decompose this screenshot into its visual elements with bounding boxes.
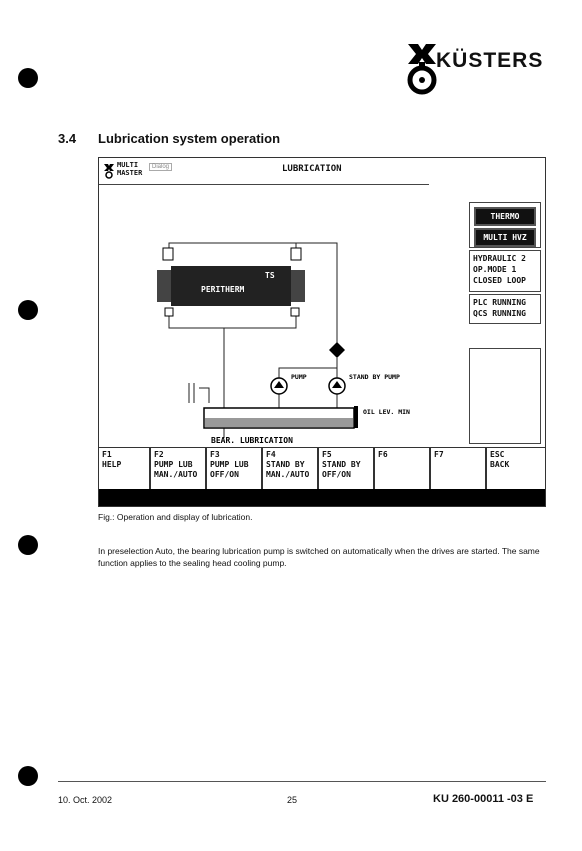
dialog-tag: Dialog	[149, 163, 173, 171]
screen-header: MULTI MASTER Dialog LUBRICATION	[99, 158, 429, 185]
valve-icon	[290, 247, 302, 261]
lubrication-diagram: PERITHERM TS PUMP STAND BY PUMP OIL LEV.…	[157, 242, 410, 445]
fkey-label: ESC	[490, 450, 505, 459]
body-paragraph: In preselection Auto, the bearing lubric…	[98, 546, 540, 568]
oil-level-label: OIL LEV. MIN	[363, 408, 410, 416]
fkey-label: F2	[154, 450, 164, 459]
section-number: 3.4	[58, 131, 77, 146]
hydraulic-status: HYDRAULIC 2	[473, 254, 526, 263]
nav-button-panel: THERMO MULTI HVZ	[469, 202, 541, 248]
ts-label: TS	[265, 271, 275, 280]
fkey-text: PUMP LUB	[154, 460, 193, 469]
margin-bullet	[18, 535, 38, 555]
fkey-text: STAND BY	[266, 460, 305, 469]
tank-label: BEAR. LUBRICATION	[211, 436, 293, 445]
page-number: 25	[287, 795, 298, 805]
valve-icon	[162, 247, 174, 261]
level-indicator	[354, 406, 358, 428]
fkey-label: F7	[434, 450, 444, 459]
margin-bullet	[18, 300, 38, 320]
app-name-line1: MULTI	[117, 161, 139, 169]
loop-status: CLOSED LOOP	[473, 276, 526, 285]
fkey-text: MAN./AUTO	[154, 470, 198, 479]
app-name-line2: MASTER	[117, 169, 143, 177]
fkey-f4[interactable]: F4 STAND BY MAN./AUTO	[263, 448, 319, 490]
section-title: Lubrication system operation	[98, 131, 281, 146]
fkey-text: STAND BY	[322, 460, 361, 469]
pump-label: PUMP	[291, 373, 307, 381]
fkey-label: F1	[102, 450, 112, 459]
fkey-f2[interactable]: F2 PUMP LUB MAN./AUTO	[151, 448, 207, 490]
fkey-text: PUMP LUB	[210, 460, 249, 469]
peritherm-label: PERITHERM	[201, 285, 245, 294]
multi-master-icon	[104, 164, 114, 179]
fkey-f7[interactable]: F7	[431, 448, 487, 490]
figure-caption: Fig.: Operation and display of lubricati…	[98, 512, 253, 522]
margin-bullet	[18, 766, 38, 786]
footer-divider	[58, 781, 546, 782]
fkey-text: MAN./AUTO	[266, 470, 310, 479]
footer-date: 10. Oct. 2002	[58, 795, 113, 805]
document-number: KU 260-00011 -03 E	[433, 793, 534, 805]
mode-status-panel: HYDRAULIC 2 OP.MODE 1 CLOSED LOOP	[469, 250, 541, 292]
fkey-text: OFF/ON	[322, 470, 351, 479]
fkey-text: OFF/ON	[210, 470, 239, 479]
plc-status: PLC RUNNING	[473, 298, 526, 307]
fkey-text: BACK	[490, 460, 510, 469]
filter-icon	[329, 342, 345, 358]
fkey-f6[interactable]: F6	[375, 448, 431, 490]
empty-panel	[469, 348, 541, 444]
brand-name: KÜSTERS	[436, 49, 544, 72]
hmi-screen: MULTI MASTER Dialog LUBRICATION THERMO M…	[98, 157, 546, 507]
valve-icon	[164, 307, 174, 317]
fkey-esc[interactable]: ESC BACK	[487, 448, 545, 490]
screen-title: LUBRICATION	[282, 164, 342, 174]
qcs-status: QCS RUNNING	[473, 309, 526, 318]
function-key-bar: F1 HELP F2 PUMP LUB MAN./AUTO F3 PUMP LU…	[99, 447, 545, 490]
valve-icon	[290, 307, 300, 317]
peritherm-heater	[171, 266, 291, 306]
standby-pump-label: STAND BY PUMP	[349, 373, 400, 381]
fkey-label: F5	[322, 450, 332, 459]
multi-hvz-button[interactable]: MULTI HVZ	[474, 228, 536, 247]
fkey-label: F3	[210, 450, 220, 459]
kuesters-logo-icon	[407, 44, 437, 95]
op-mode-status: OP.MODE 1	[473, 265, 517, 274]
fkey-f3[interactable]: F3 PUMP LUB OFF/ON	[207, 448, 263, 490]
thermo-button[interactable]: THERMO	[474, 207, 536, 226]
status-bar	[99, 489, 545, 506]
fkey-f1[interactable]: F1 HELP	[99, 448, 151, 490]
fkey-f5[interactable]: F5 STAND BY OFF/ON	[319, 448, 375, 490]
margin-bullet	[18, 68, 38, 88]
system-status-panel: PLC RUNNING QCS RUNNING	[469, 294, 541, 324]
fkey-text: HELP	[102, 460, 122, 469]
fkey-label: F6	[378, 450, 388, 459]
fkey-label: F4	[266, 450, 276, 459]
